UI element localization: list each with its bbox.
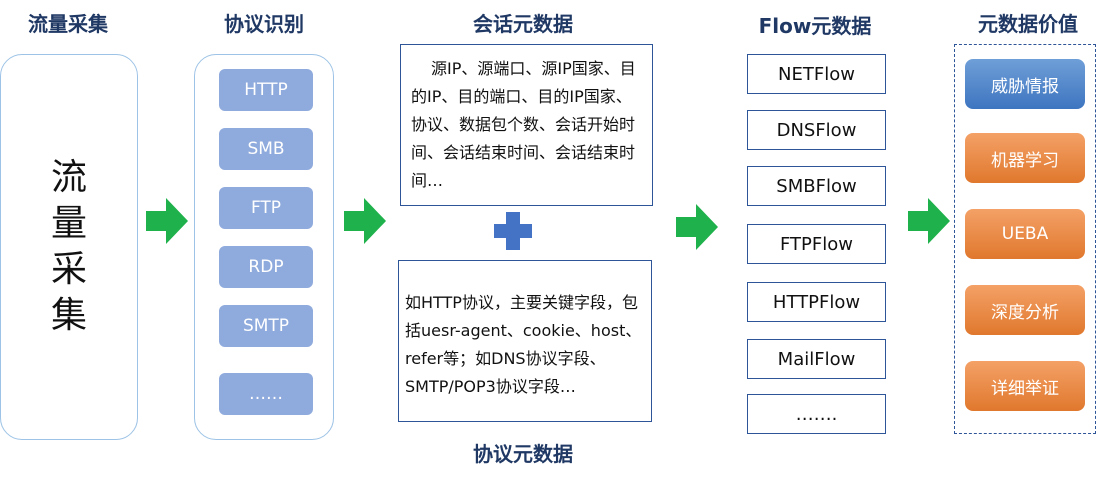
protocol-item: SMTP	[219, 305, 313, 347]
protocol-metadata-box: 如HTTP协议，主要关键字段，包括uesr-agent、cookie、host、…	[398, 260, 652, 422]
session-heading: 会话元数据	[473, 12, 573, 36]
capture-box: 流 量 采 集	[0, 54, 138, 440]
value-item: 威胁情报	[965, 59, 1085, 109]
protocol-item: RDP	[219, 246, 313, 288]
protocol-item: ……	[219, 373, 313, 415]
protocol-item: HTTP	[219, 69, 313, 111]
flow-item: FTPFlow	[747, 224, 886, 264]
flow-item: …….	[747, 394, 886, 434]
capture-char: 采	[50, 249, 87, 290]
flow-item: NETFlow	[747, 54, 886, 94]
arrow-right-icon	[908, 198, 950, 244]
session-metadata-text: 源IP、源端口、源IP国家、目的IP、目的端口、目的IP国家、协议、数据包个数、…	[411, 59, 636, 190]
value-item: UEBA	[965, 209, 1085, 259]
value-item: 机器学习	[965, 133, 1085, 183]
protocol-box: HTTP SMB FTP RDP SMTP ……	[194, 54, 334, 440]
value-item: 深度分析	[965, 285, 1085, 335]
value-box: 威胁情报 机器学习 UEBA 深度分析 详细举证	[954, 44, 1096, 434]
flow-item: DNSFlow	[747, 110, 886, 150]
protocol-meta-heading: 协议元数据	[473, 442, 573, 466]
session-metadata-box: 源IP、源端口、源IP国家、目的IP、目的端口、目的IP国家、协议、数据包个数、…	[400, 44, 653, 206]
value-heading: 元数据价值	[978, 12, 1078, 36]
value-item: 详细举证	[965, 361, 1085, 411]
arrow-right-icon	[676, 204, 718, 250]
flow-item: SMBFlow	[747, 166, 886, 206]
flow-heading: Flow元数据	[758, 14, 872, 38]
capture-char: 流	[50, 157, 87, 198]
capture-heading: 流量采集	[28, 12, 108, 36]
flow-item: HTTPFlow	[747, 282, 886, 322]
capture-label: 流 量 采 集	[1, 55, 137, 439]
arrow-right-icon	[146, 198, 188, 244]
protocol-metadata-text: 如HTTP协议，主要关键字段，包括uesr-agent、cookie、host、…	[405, 293, 642, 396]
capture-char: 量	[50, 203, 87, 244]
plus-icon	[494, 212, 532, 250]
flow-item: MailFlow	[747, 339, 886, 379]
capture-char: 集	[50, 295, 87, 336]
protocol-heading: 协议识别	[224, 12, 304, 36]
protocol-item: FTP	[219, 187, 313, 229]
protocol-item: SMB	[219, 128, 313, 170]
arrow-right-icon	[344, 198, 386, 244]
